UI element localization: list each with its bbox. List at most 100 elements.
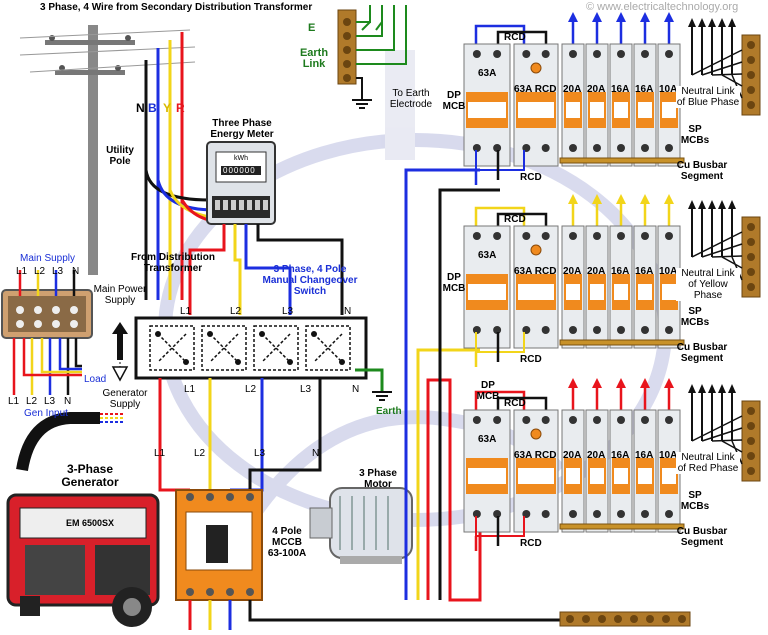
mccb-feed-n: N bbox=[312, 448, 320, 459]
switch-earth-icon bbox=[372, 391, 392, 401]
main-supply-label: Main Supply bbox=[20, 253, 76, 264]
panel-3-sp-label: SP MCBs bbox=[680, 490, 710, 512]
ms-l3: L3 bbox=[52, 266, 64, 277]
ms-l2: L2 bbox=[34, 266, 46, 277]
co-top-n: N bbox=[344, 306, 352, 317]
panel-1-mcb-2: 20A bbox=[587, 84, 606, 95]
panel-2-rcd-tag: RCD bbox=[504, 214, 526, 225]
generator-model: EM 6500SX bbox=[66, 518, 115, 528]
mccb-feed-l2: L2 bbox=[194, 448, 206, 459]
energy-meter-icon bbox=[206, 141, 276, 225]
box-wires bbox=[12, 270, 82, 395]
panel-2-rcd-rating: 63A RCD bbox=[514, 266, 557, 277]
gen-input-label: Gen Input bbox=[24, 408, 68, 419]
panel-3-mcb-1: 20A bbox=[563, 450, 582, 461]
earth-label: Earth bbox=[376, 406, 402, 417]
panel-1-rcd-rating: 63A RCD bbox=[514, 84, 557, 95]
meter-reading: 000000 bbox=[223, 166, 256, 175]
ms-n: N bbox=[72, 266, 80, 277]
panel-2-mcb-2: 20A bbox=[587, 266, 606, 277]
panel-2-dp-label: DP MCB bbox=[442, 272, 466, 294]
panel-2-rcd-label: RCD bbox=[520, 354, 542, 365]
panel-1-mcb-3: 16A bbox=[611, 84, 630, 95]
panel-3-neutral-label: Neutral Link of Red Phase bbox=[676, 452, 740, 474]
panel-3-rcd-rating: 63A RCD bbox=[514, 450, 557, 461]
meter-title: Three Phase Energy Meter bbox=[210, 118, 274, 140]
changeover-switch-icon bbox=[134, 316, 368, 380]
to-earth-electrode-label: To Earth Electrode bbox=[389, 88, 433, 110]
mccb-feed-l3: L3 bbox=[254, 448, 266, 459]
co-top-l1: L1 bbox=[180, 306, 192, 317]
panel-1-rcd-tag: RCD bbox=[504, 32, 526, 43]
phase-r-label: R bbox=[176, 101, 185, 115]
distribution-panel-2 bbox=[463, 194, 761, 367]
distribution-panel-1 bbox=[463, 12, 761, 185]
panel-2-dp-rating: 63A bbox=[478, 250, 497, 261]
co-bot-l1: L1 bbox=[184, 384, 196, 395]
motor-label: 3 Phase Motor bbox=[359, 468, 397, 490]
gen-l1: L1 bbox=[8, 396, 20, 407]
main-power-supply-label: Main Power Supply bbox=[93, 284, 147, 306]
meter-unit: kWh bbox=[234, 155, 248, 162]
co-bot-n: N bbox=[352, 384, 360, 395]
panel-3-busbar-label: Cu Busbar Segment bbox=[676, 526, 728, 548]
generator-supply-arrow-icon bbox=[111, 350, 129, 382]
ms-l1: L1 bbox=[16, 266, 28, 277]
distribution-panel-3 bbox=[463, 378, 761, 551]
panel-3-mcb-2: 20A bbox=[587, 450, 606, 461]
panel-3-rcd-tag: RCD bbox=[504, 398, 526, 409]
gen-link-wires bbox=[100, 413, 125, 423]
main-neutral-busbar-icon bbox=[559, 611, 691, 627]
panel-1-rcd-label: RCD bbox=[520, 172, 542, 183]
generator-icon bbox=[6, 493, 160, 627]
changeover-title: 3 Phase, 4 Pole Manual Changeover Switch bbox=[262, 264, 358, 297]
earth-e-label: E bbox=[308, 22, 316, 34]
panel-3-dp-label: DP MCB bbox=[476, 380, 500, 402]
motor-icon bbox=[309, 487, 413, 564]
gen-n: N bbox=[64, 396, 72, 407]
co-top-l2: L2 bbox=[230, 306, 242, 317]
panel-3-rcd-label: RCD bbox=[520, 538, 542, 549]
top-title: 3 Phase, 4 Wire from Secondary Distribut… bbox=[40, 2, 313, 13]
main-power-arrow-icon bbox=[112, 322, 128, 360]
panel-1-sp-label: SP MCBs bbox=[680, 124, 710, 146]
panel-3-mcb-3: 16A bbox=[611, 450, 630, 461]
main-supply-terminal-box-icon bbox=[1, 289, 93, 339]
panel-feeders bbox=[404, 168, 500, 602]
panel-2-mcb-1: 20A bbox=[563, 266, 582, 277]
generator-title: 3-Phase Generator bbox=[61, 462, 119, 489]
co-bot-l2: L2 bbox=[245, 384, 257, 395]
panel-2-mcb-3: 16A bbox=[611, 266, 630, 277]
panel-3-dp-rating: 63A bbox=[478, 434, 497, 445]
earth-electrode-icon bbox=[352, 77, 372, 109]
earth-wires bbox=[356, 5, 407, 65]
mccb-out-wires bbox=[188, 600, 620, 630]
panel-1-busbar-label: Cu Busbar Segment bbox=[676, 160, 728, 182]
panel-1-dp-rating: 63A bbox=[478, 68, 497, 79]
co-bot-l3: L3 bbox=[300, 384, 312, 395]
earth-link-label: Earth Link bbox=[299, 47, 329, 70]
utility-pole-label: Utility Pole bbox=[106, 145, 134, 167]
load-label: Load bbox=[84, 374, 107, 385]
panel-2-neutral-label: Neutral Link of Yellow Phase bbox=[676, 268, 740, 301]
panel-3-mcb-4: 16A bbox=[635, 450, 654, 461]
panel-2-busbar-label: Cu Busbar Segment bbox=[676, 342, 728, 364]
utility-pole-icon bbox=[19, 25, 196, 275]
generator-supply-label: Generator Supply bbox=[102, 388, 148, 410]
panel-1-mcb-5: 10A bbox=[659, 84, 678, 95]
phase-b-label: B bbox=[148, 101, 157, 115]
phase-y-label: Y bbox=[163, 101, 172, 115]
mccb-label: 4 Pole MCCB 63-100A bbox=[267, 526, 307, 559]
panel-1-neutral-label: Neutral Link of Blue Phase bbox=[676, 86, 740, 108]
meter-out-wires bbox=[188, 224, 344, 315]
panel-1-dp-label: DP MCB bbox=[442, 90, 466, 112]
co-top-l3: L3 bbox=[282, 306, 294, 317]
panel-2-mcb-5: 10A bbox=[659, 266, 678, 277]
panel-1-mcb-1: 20A bbox=[563, 84, 582, 95]
panel-2-sp-label: SP MCBs bbox=[680, 306, 710, 328]
watermark-text: © www.electricaltechnology.org bbox=[586, 1, 739, 13]
earth-link-bar-icon bbox=[337, 9, 357, 85]
panel-3-mcb-5: 10A bbox=[659, 450, 678, 461]
